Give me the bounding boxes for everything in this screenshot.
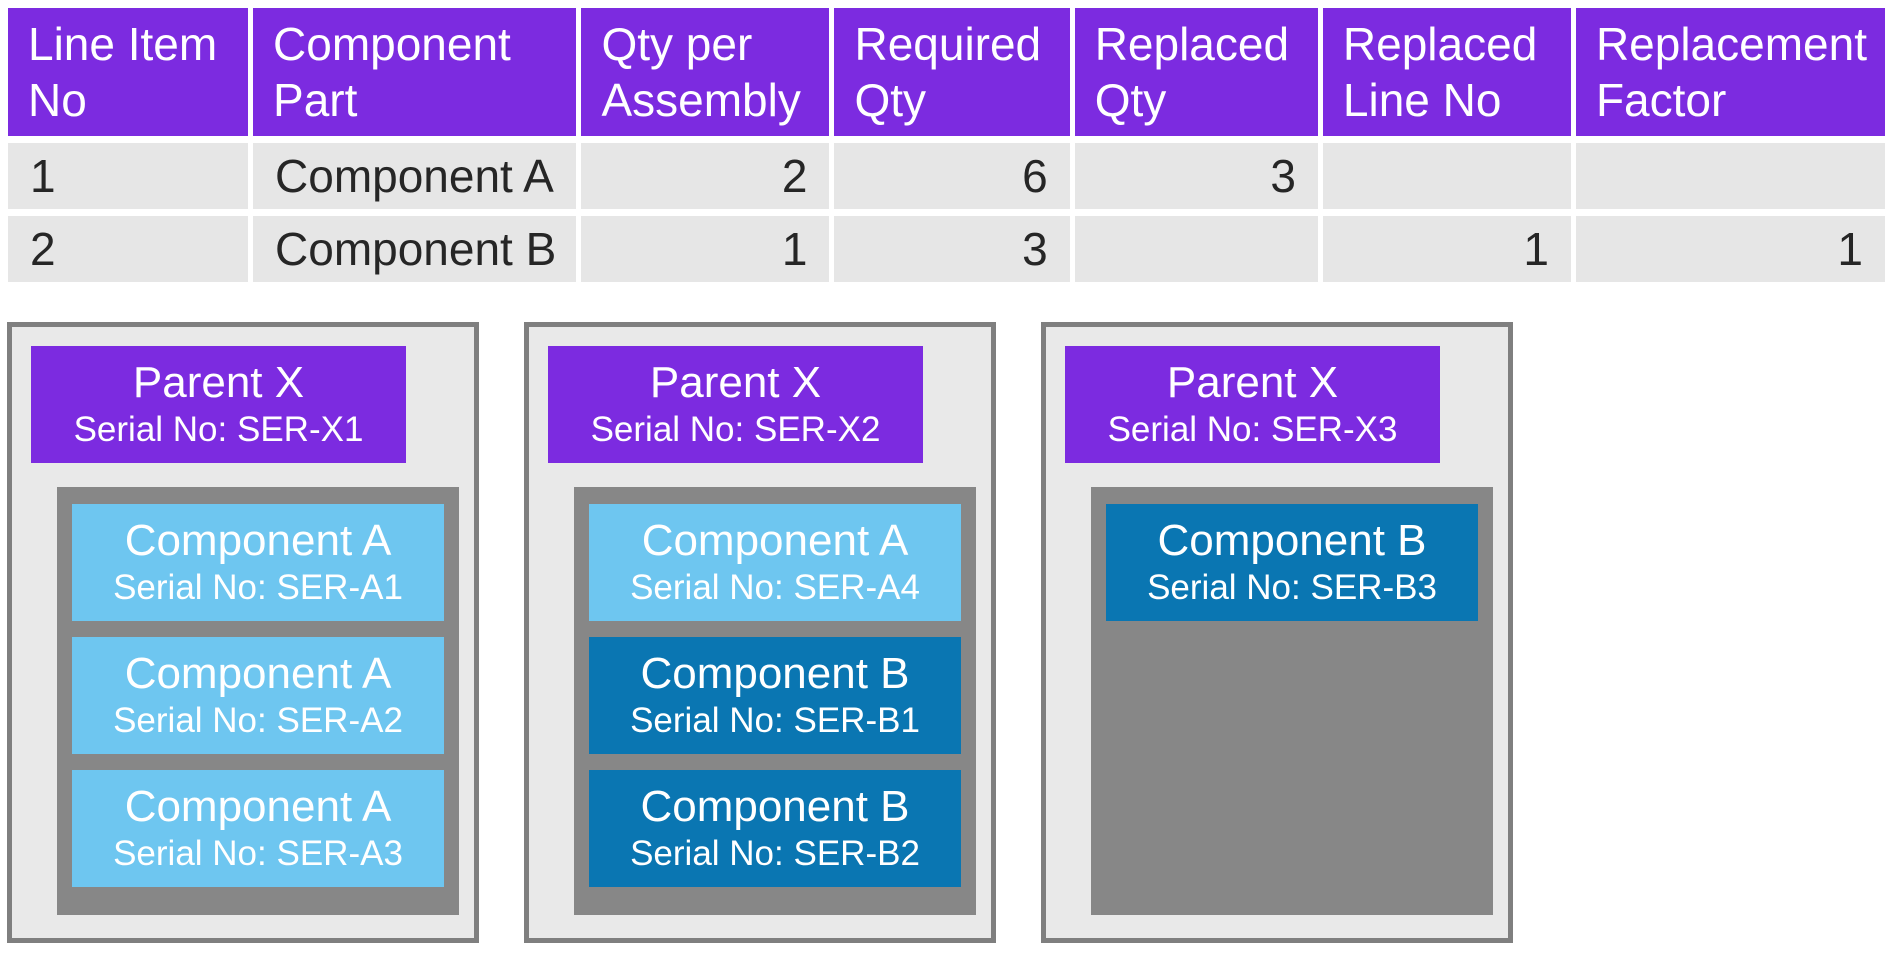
component-name: Component B — [640, 649, 910, 699]
column-header: Replaced Qty — [1074, 8, 1318, 136]
component-name: Component B — [1157, 516, 1427, 566]
table-cell — [1322, 143, 1571, 209]
table-cell: Component A — [253, 143, 577, 209]
column-header: Qty per Assembly — [581, 8, 830, 136]
table-cell — [1074, 216, 1318, 282]
table-cell: 6 — [834, 143, 1070, 209]
table-cell — [1575, 143, 1885, 209]
table-cell: 1 — [581, 216, 830, 282]
column-header: Required Qty — [834, 8, 1070, 136]
table-cell: 2 — [8, 216, 249, 282]
table-cell: 3 — [1074, 143, 1318, 209]
table-cell: 3 — [834, 216, 1070, 282]
component-serial: Serial No: SER-B1 — [630, 700, 920, 740]
component-name: Component A — [124, 516, 392, 566]
parent-serial: Serial No: SER-X3 — [1107, 409, 1398, 449]
component-serial: Serial No: SER-A2 — [113, 700, 403, 740]
component-serial: Serial No: SER-A3 — [113, 833, 403, 873]
parent-serial: Serial No: SER-X1 — [73, 409, 364, 449]
component-serial: Serial No: SER-B3 — [1147, 567, 1437, 607]
column-header: Replacement Factor — [1575, 8, 1885, 136]
column-header: Replaced Line No — [1322, 8, 1571, 136]
component-name: Component B — [640, 782, 910, 832]
parent-name: Parent X — [1166, 358, 1339, 408]
table-cell: 1 — [8, 143, 249, 209]
parent-name: Parent X — [649, 358, 822, 408]
component-name: Component A — [124, 782, 392, 832]
table-cell: 2 — [581, 143, 830, 209]
table-cell: Component B — [253, 216, 577, 282]
parent-name: Parent X — [132, 358, 305, 408]
column-header: Line Item No — [8, 8, 249, 136]
component-name: Component A — [124, 649, 392, 699]
table-cell: 1 — [1575, 216, 1885, 282]
table-cell: 1 — [1322, 216, 1571, 282]
component-name: Component A — [641, 516, 909, 566]
component-serial: Serial No: SER-A4 — [630, 567, 920, 607]
component-serial: Serial No: SER-B2 — [630, 833, 920, 873]
parent-serial: Serial No: SER-X2 — [590, 409, 881, 449]
component-serial: Serial No: SER-A1 — [113, 567, 403, 607]
column-header: Component Part — [253, 8, 577, 136]
